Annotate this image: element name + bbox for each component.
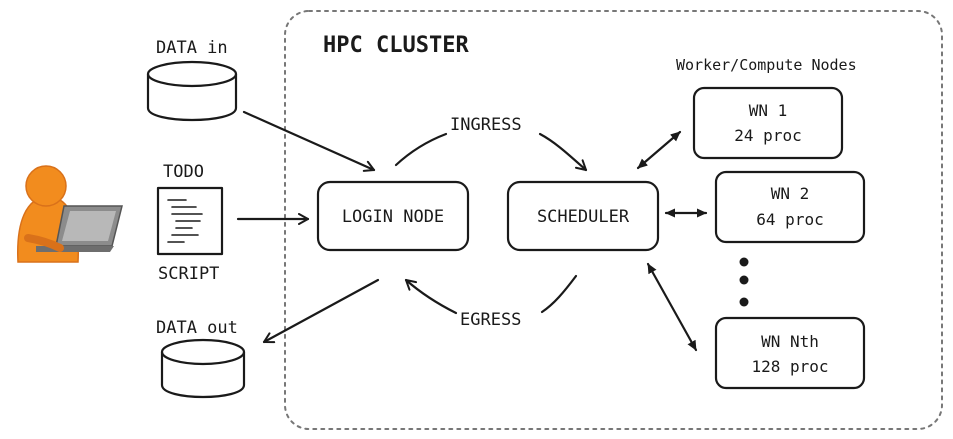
more-workers-ellipsis <box>739 257 749 307</box>
arrow-login-to-data-out <box>262 278 380 344</box>
todo-label: TODO <box>163 162 204 182</box>
script-label: SCRIPT <box>158 264 219 284</box>
scheduler-label: SCHEDULER <box>537 207 630 227</box>
login-node-label: LOGIN NODE <box>342 207 444 227</box>
worker-node-nth-procs: 128 proc <box>751 357 828 376</box>
script-document-icon <box>156 186 224 256</box>
arrow-ingress-left <box>394 132 448 167</box>
worker-node-2-box <box>714 170 866 244</box>
arrow-scheduler-worker-1 <box>636 130 682 170</box>
scheduler-box <box>506 180 660 252</box>
workers-heading: Worker/Compute Nodes <box>676 56 857 74</box>
worker-node-2-procs: 64 proc <box>756 210 823 229</box>
user-with-laptop-icon <box>17 165 123 263</box>
arrow-scheduler-worker-nth <box>646 262 698 352</box>
login-node-box <box>316 180 470 252</box>
data-in-database-icon <box>146 60 238 122</box>
arrow-egress-from-scheduler <box>540 274 578 314</box>
worker-node-1-name: WN 1 <box>749 101 788 120</box>
egress-label: EGRESS <box>460 310 521 330</box>
hpc-cluster-boundary <box>284 10 943 430</box>
data-out-label: DATA out <box>156 318 238 338</box>
worker-node-nth-box <box>714 316 866 390</box>
data-out-database-icon <box>160 338 246 399</box>
ingress-label: INGRESS <box>450 115 522 135</box>
arrow-data-in-to-login <box>242 110 376 172</box>
cluster-title: HPC CLUSTER <box>323 33 469 58</box>
data-in-label: DATA in <box>156 38 228 58</box>
worker-node-2-name: WN 2 <box>771 184 810 203</box>
arrow-egress-to-login <box>404 278 458 315</box>
worker-node-nth-name: WN Nth <box>761 332 819 351</box>
arrow-ingress-to-scheduler <box>538 132 588 172</box>
worker-node-1-box <box>692 86 844 160</box>
worker-node-1-procs: 24 proc <box>734 126 801 145</box>
